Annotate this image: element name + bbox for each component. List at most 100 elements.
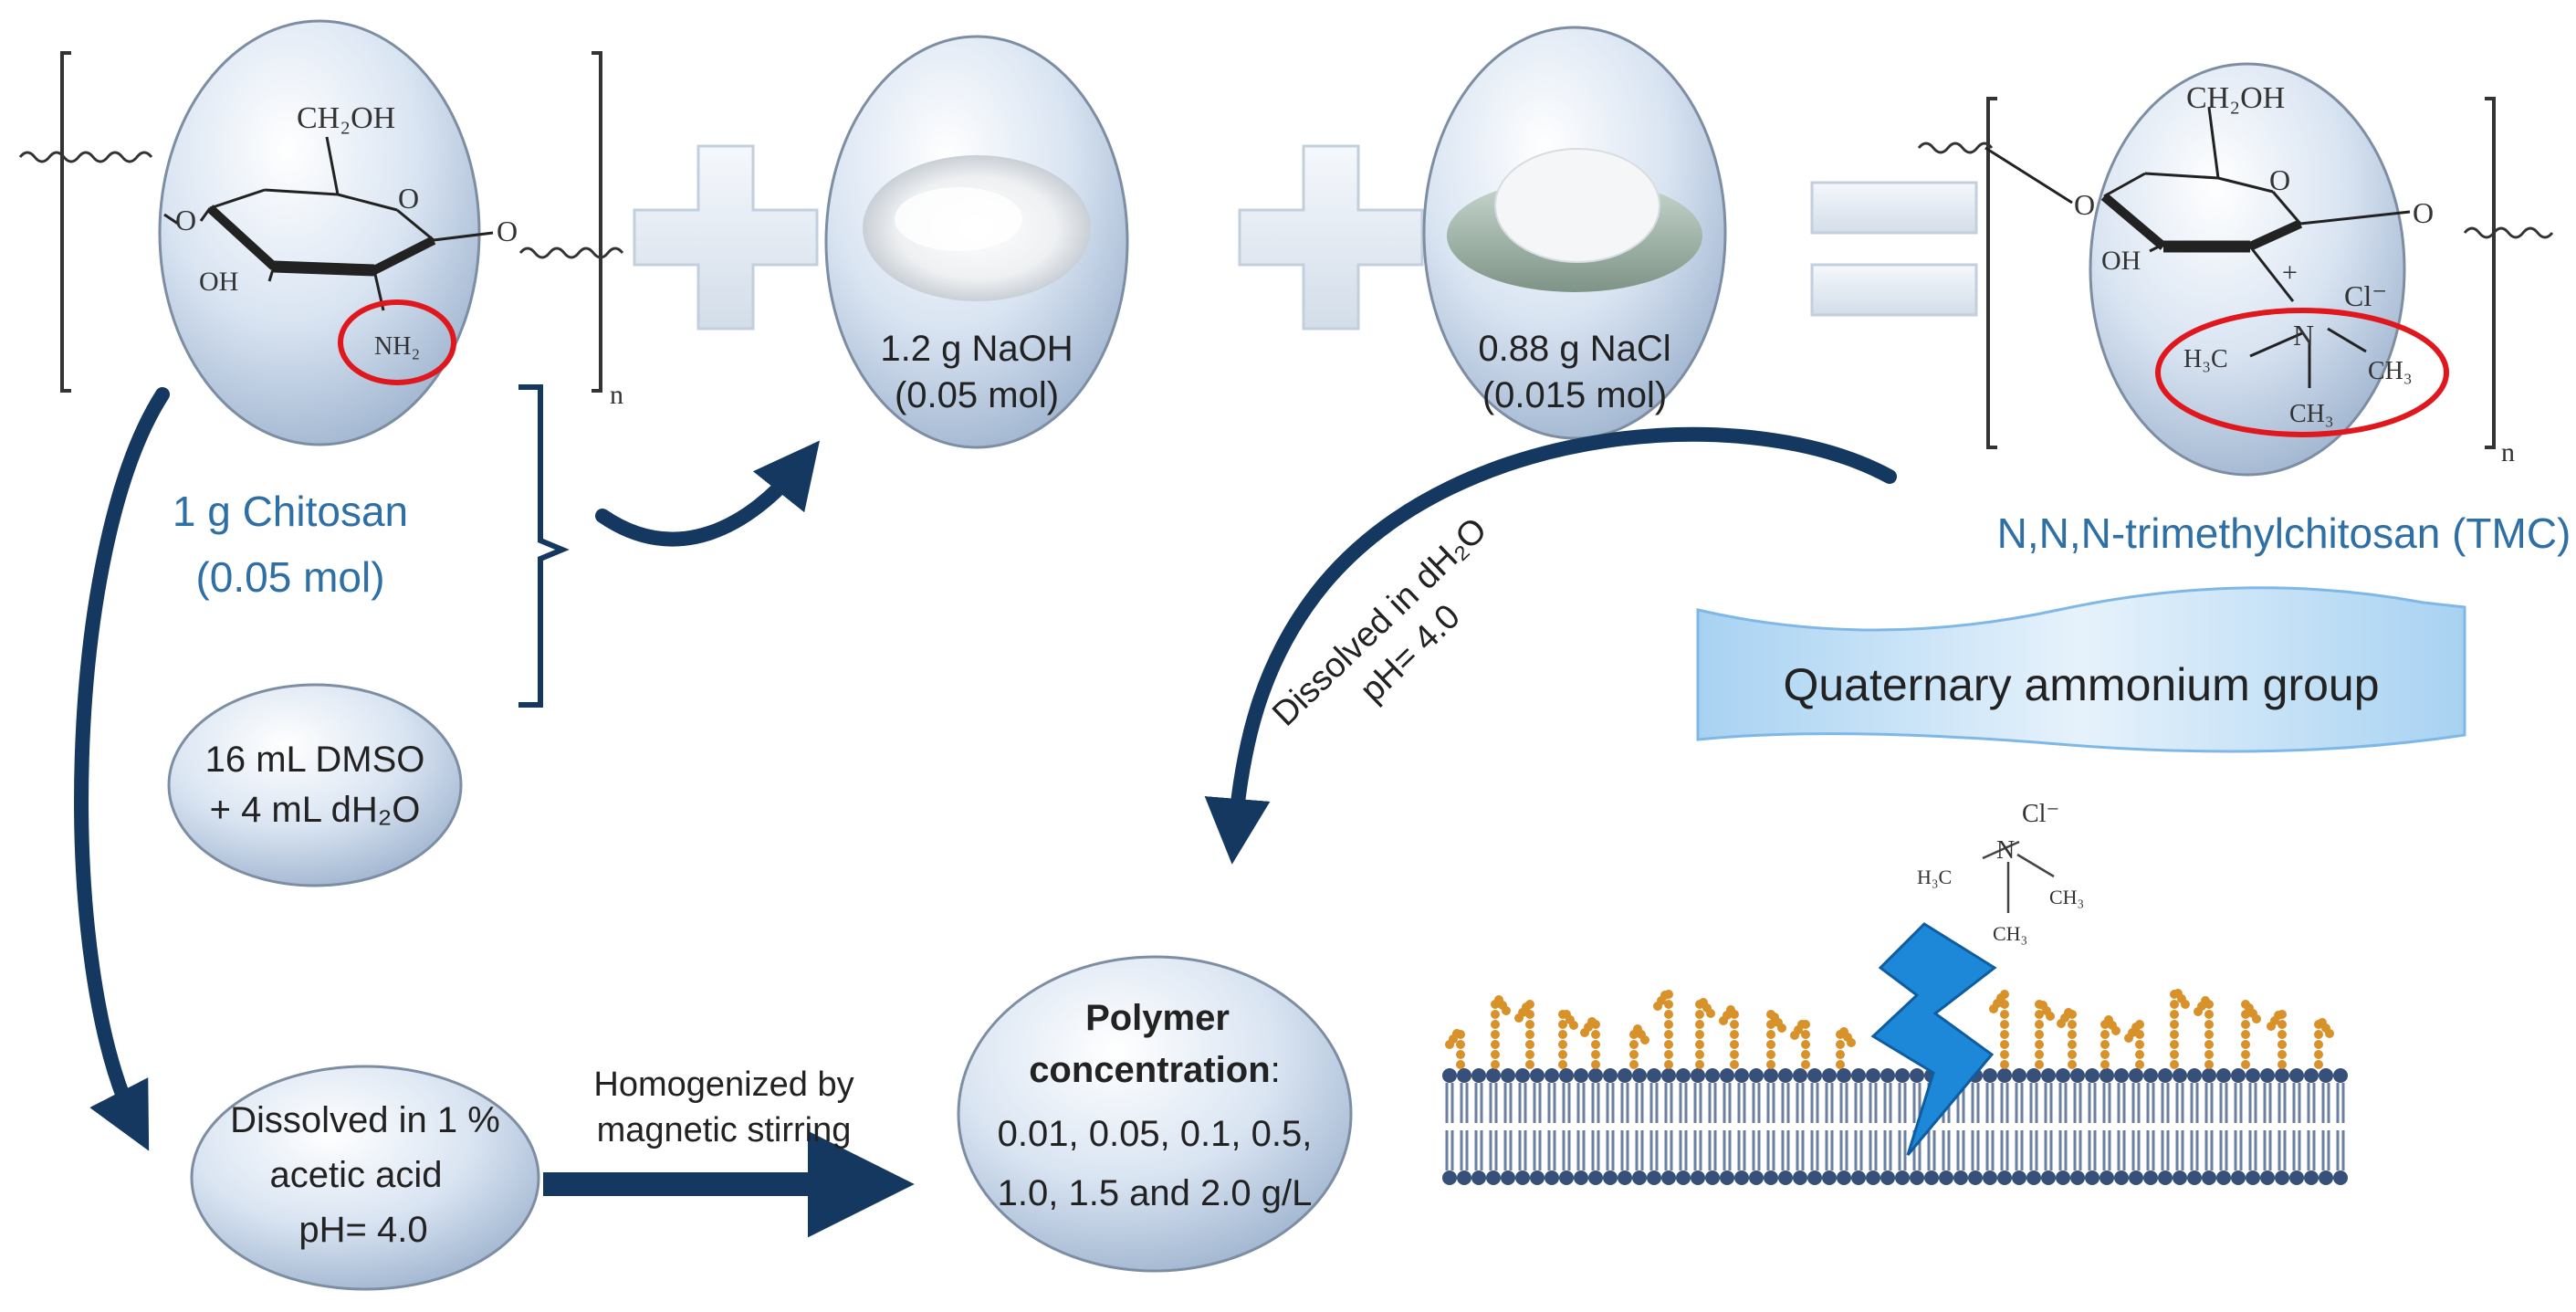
glycan-bead xyxy=(1491,1030,1500,1039)
lipid-head xyxy=(1778,1170,1793,1185)
polymer-title2-line: concentration: xyxy=(1029,1050,1281,1090)
glycan-bead xyxy=(1502,1006,1511,1015)
solvent-line2: + 4 mL dH₂O xyxy=(210,790,421,830)
glycan-bead xyxy=(2204,1050,2214,1059)
lipid-head xyxy=(2041,1068,2056,1083)
lipid-head xyxy=(1939,1170,1953,1185)
tmc-ch3-left: H₃C xyxy=(2183,345,2228,373)
banner-shape xyxy=(1696,586,2466,753)
glycan-bead xyxy=(2267,1022,2276,1031)
lipid-head xyxy=(2231,1068,2246,1083)
lipid-head xyxy=(1807,1068,1822,1083)
glycan-bead xyxy=(1695,1040,1704,1049)
quaternary-label: Quaternary ammonium group xyxy=(1783,659,2379,710)
glycan-bead xyxy=(2046,1012,2055,1021)
lipid-head xyxy=(1910,1068,1924,1083)
glycan-bead xyxy=(2241,1030,2250,1039)
glycan-bead xyxy=(1730,1050,1739,1059)
chitosan-name: 1 g Chitosan xyxy=(173,488,408,535)
lipid-head xyxy=(1720,1068,1734,1083)
lipid-head xyxy=(2260,1068,2275,1083)
glycan-bead xyxy=(1836,1060,1845,1069)
glycan-bead xyxy=(1730,1060,1739,1069)
glycan-bead xyxy=(2278,1030,2287,1039)
plus-sign-1 xyxy=(633,144,819,331)
glycan-bead xyxy=(1664,1010,1673,1019)
lipid-head xyxy=(1691,1068,1705,1083)
glycan-bead xyxy=(1695,1050,1704,1059)
homogenized-line2: magnetic stirring xyxy=(597,1111,852,1149)
lipid-head xyxy=(1895,1068,1910,1083)
lipid-heads xyxy=(1442,1068,2348,1185)
glycan-bead xyxy=(1801,1030,1810,1039)
lipid-head xyxy=(1618,1170,1632,1185)
solvent-ellipse xyxy=(167,683,463,887)
lipid-head xyxy=(2100,1068,2114,1083)
tmc-ring xyxy=(1984,107,2411,388)
naoh-line2: (0.05 mol) xyxy=(895,375,1059,415)
glycan-bead xyxy=(1664,1020,1673,1029)
glycan-bead xyxy=(2241,1040,2250,1049)
glycan-bead xyxy=(1629,1060,1639,1069)
chain-wave-right xyxy=(518,247,624,259)
chitosan-oh: OH xyxy=(199,267,238,297)
glycan-bead xyxy=(2170,1000,2179,1009)
lipid-head xyxy=(1705,1068,1720,1083)
lipid-head xyxy=(1691,1170,1705,1185)
lipid-head xyxy=(1720,1170,1734,1185)
amine-highlight-ring xyxy=(338,299,456,385)
lipid-head xyxy=(2173,1170,2187,1185)
glycan-bead xyxy=(2124,1034,2133,1043)
glycan-bead xyxy=(2314,1030,2323,1039)
arrow-to-reagents xyxy=(595,440,820,547)
lipid-head xyxy=(2319,1170,2333,1185)
lipid-head xyxy=(2143,1170,2158,1185)
lipid-head xyxy=(1807,1170,1822,1185)
chitosan-amount: (0.05 mol) xyxy=(195,553,384,601)
glycan-bead xyxy=(2068,1030,2077,1039)
glycan-bead xyxy=(1591,1040,1600,1049)
lipid-head xyxy=(2173,1068,2187,1083)
lipid-head xyxy=(2100,1170,2114,1185)
quaternary-banner: Quaternary ammonium group xyxy=(1696,586,2466,753)
glycan-bead xyxy=(1525,1040,1534,1049)
glycan-bead xyxy=(2111,1026,2120,1035)
glycan-bead xyxy=(2135,1050,2144,1059)
lipid-head xyxy=(1559,1068,1574,1083)
lipid-head xyxy=(1574,1068,1588,1083)
glycan-bead xyxy=(2170,1030,2179,1039)
lipid-head xyxy=(2231,1170,2246,1185)
membrane-ch3-right: CH₃ xyxy=(2049,886,2084,908)
polymer-line2: 1.0, 1.5 and 2.0 g/L xyxy=(998,1173,1313,1213)
bond-n-right xyxy=(2016,853,2055,878)
glycan-bead xyxy=(2241,1020,2250,1029)
glycan-bead xyxy=(1801,1060,1810,1069)
naoh-bubble: 1.2 g NaOH (0.05 mol) xyxy=(824,35,1129,449)
glycan-bead xyxy=(1558,1060,1567,1069)
glycan-bead xyxy=(1558,1040,1567,1049)
lipid-head xyxy=(2333,1170,2348,1185)
chitosan-link-o-left: O xyxy=(175,204,196,236)
glycan-bead xyxy=(2314,1040,2323,1049)
lipid-head xyxy=(2187,1170,2202,1185)
membrane-ch3-bottom: CH₃ xyxy=(1993,922,2027,945)
chitosan-repeat-n: n xyxy=(610,380,623,410)
glycan-bead xyxy=(2000,1020,2009,1029)
lipid-head xyxy=(1588,1170,1603,1185)
tmc-name: N,N,N-trimethylchitosan (TMC) xyxy=(1997,509,2571,557)
lipid-head xyxy=(2012,1170,2026,1185)
equals-sign xyxy=(1810,181,1978,317)
lipid-head xyxy=(1545,1170,1559,1185)
lipid-head xyxy=(1953,1170,1968,1185)
glycan-bead xyxy=(1695,1010,1704,1019)
lipid-head xyxy=(1588,1068,1603,1083)
nacl-crystals-image xyxy=(1494,148,1660,263)
lipid-head xyxy=(2275,1170,2289,1185)
glycan-bead xyxy=(1730,1030,1739,1039)
glycan-bead xyxy=(2035,1040,2044,1049)
solvent-bubble: 16 mL DMSO + 4 mL dH₂O xyxy=(167,683,463,887)
lipid-head xyxy=(1603,1068,1618,1083)
lipid-head xyxy=(1866,1068,1880,1083)
arrow-dissolved-label: Dissolved in dH₂O pH= 4.0 xyxy=(1265,510,1494,733)
